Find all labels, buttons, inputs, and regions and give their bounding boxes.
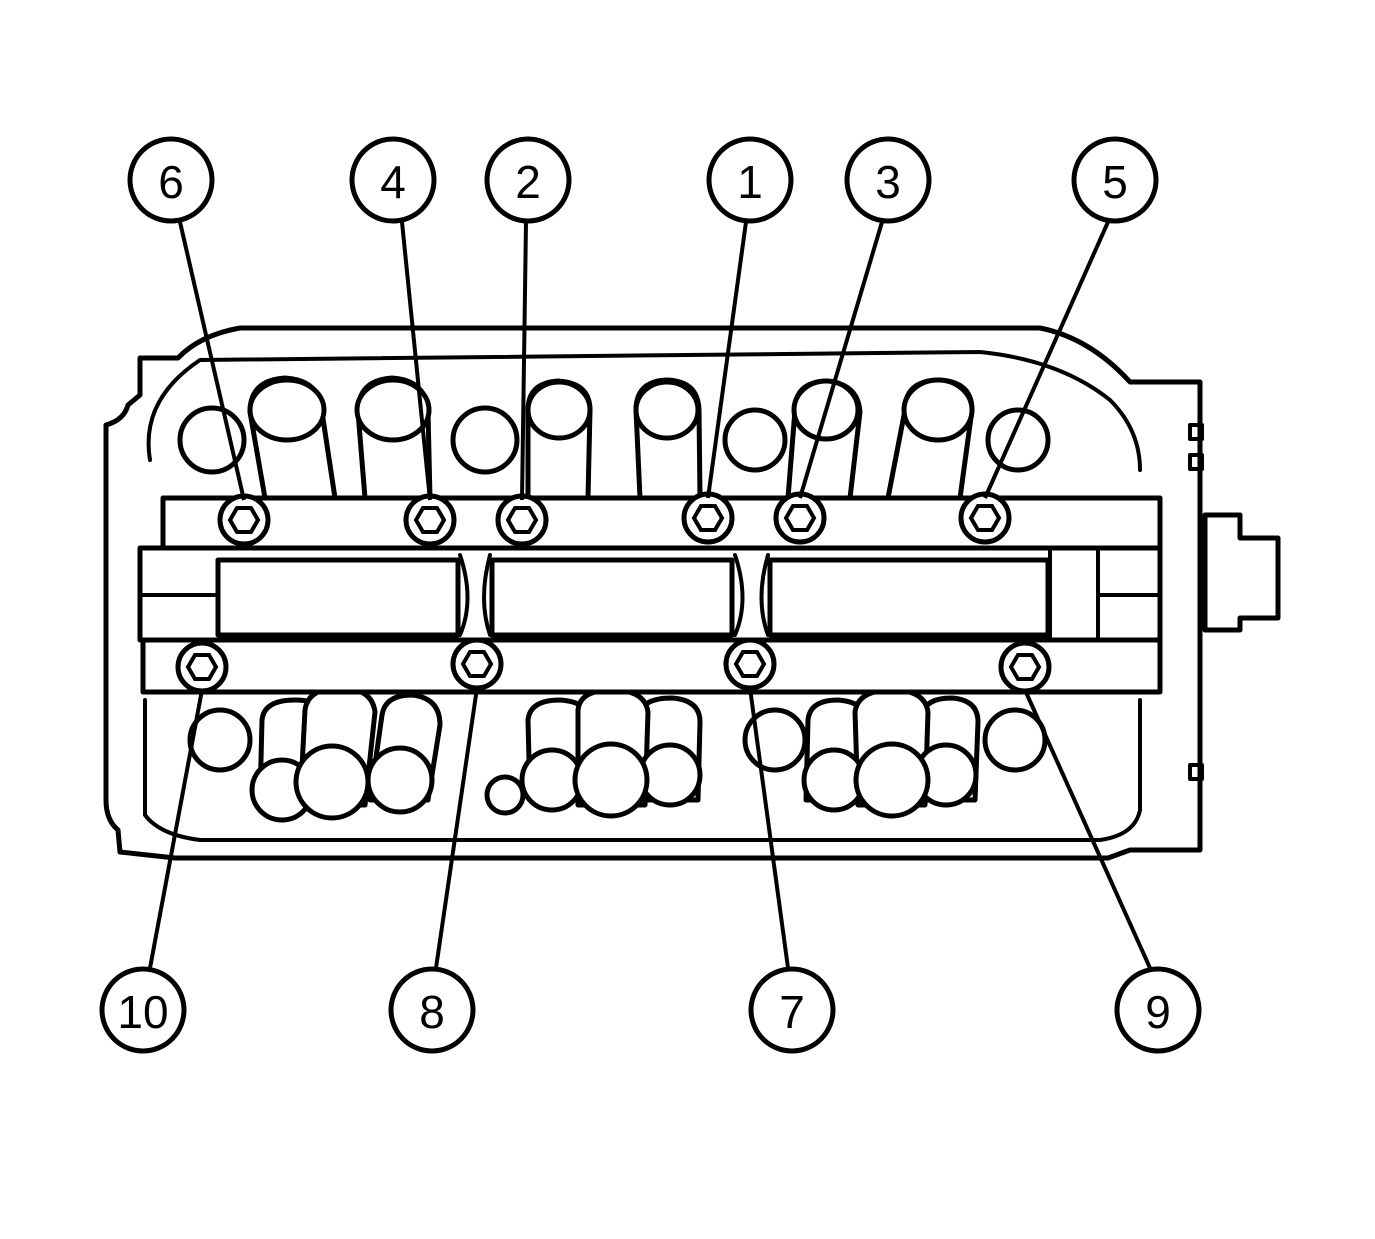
callout-label: 6 xyxy=(158,156,184,208)
callout-8: 8 xyxy=(388,966,476,1054)
callout-label: 4 xyxy=(380,156,406,208)
bolt-6 xyxy=(217,493,271,547)
callout-1: 1 xyxy=(706,136,794,224)
callout-9: 9 xyxy=(1114,966,1202,1054)
camshaft-carrier xyxy=(137,545,1163,643)
callout-label: 9 xyxy=(1145,986,1171,1038)
bolt-4 xyxy=(403,493,457,547)
bolt-9 xyxy=(998,640,1052,694)
callout-label: 5 xyxy=(1102,156,1128,208)
bolt-7 xyxy=(723,637,777,691)
callout-label: 7 xyxy=(779,986,805,1038)
callout-label: 2 xyxy=(515,156,541,208)
bolt-2 xyxy=(495,493,549,547)
callout-2: 2 xyxy=(484,136,572,224)
lower-valve-stems xyxy=(187,685,1048,823)
callout-7: 7 xyxy=(748,966,836,1054)
callout-label: 10 xyxy=(117,986,168,1038)
callout-3: 3 xyxy=(844,136,932,224)
leader-lines xyxy=(148,221,1152,969)
callout-label: 3 xyxy=(875,156,901,208)
callout-6: 6 xyxy=(127,136,215,224)
lower-camshaft-bearing-bar xyxy=(140,637,1163,695)
cylinder-head-body xyxy=(103,325,1281,861)
bolt-8 xyxy=(450,637,504,691)
callout-5: 5 xyxy=(1071,136,1159,224)
bolt-3 xyxy=(773,491,827,545)
bolt-5 xyxy=(958,491,1012,545)
callout-10: 10 xyxy=(99,966,187,1054)
callout-label: 1 xyxy=(737,156,763,208)
bolt-10 xyxy=(175,640,229,694)
callout-4: 4 xyxy=(349,136,437,224)
callout-label: 8 xyxy=(419,986,445,1038)
upper-valve-stems xyxy=(177,375,1051,501)
bolt-1 xyxy=(681,491,735,545)
